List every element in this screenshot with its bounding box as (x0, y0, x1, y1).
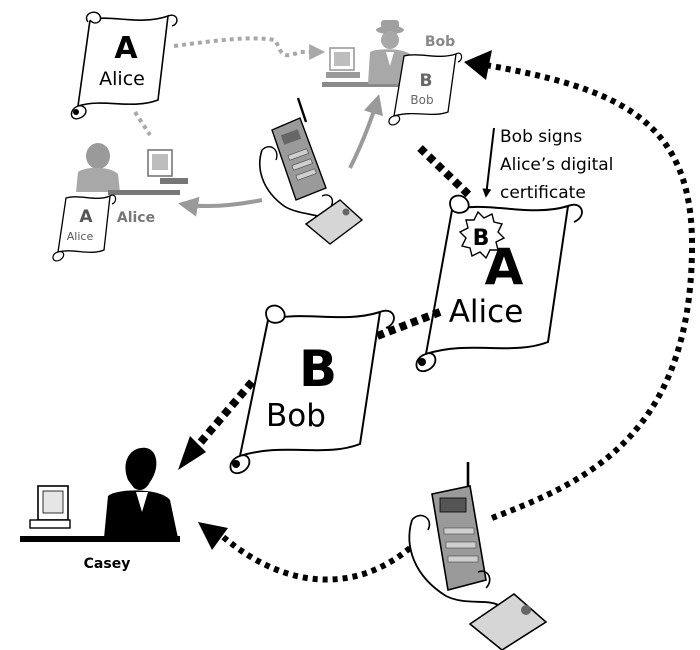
desk (20, 536, 180, 542)
bob-gray-scene: Bob B Bob (322, 20, 463, 126)
computer-icon (29, 485, 71, 529)
casey-label: Casey (84, 556, 131, 572)
seal-letter: B (473, 226, 490, 251)
arrowhead-to-bob (464, 50, 492, 80)
seal-icon: B (458, 210, 506, 260)
bob-small-scroll-letter: B (420, 71, 433, 91)
arrowhead-casey-return (198, 522, 228, 550)
gray-arrow-to-alice (178, 196, 263, 217)
top-left-alice-scroll: A Alice (70, 11, 178, 120)
top-left-scroll-name: Alice (99, 68, 145, 90)
alice-figure-label: Alice (117, 210, 155, 226)
person-icon (104, 447, 178, 538)
bottom-phone-hand (408, 462, 548, 650)
phone-icon (431, 462, 487, 591)
annotation-pointer-arrow (482, 127, 495, 198)
dotted-arrow-bob-to-certificate (417, 145, 473, 199)
desk (322, 82, 412, 87)
dotted-arrow-phone-to-bob (479, 61, 696, 521)
alice-small-scroll-letter: A (79, 207, 93, 227)
arrowhead-to-casey (178, 436, 206, 470)
computer-icon (147, 149, 188, 184)
gray-dotted-arrow-to-bob (173, 36, 326, 60)
annotation-line-3: certificate (500, 183, 586, 203)
bob-certificate: B Bob (229, 304, 395, 475)
gray-dotted-line-to-alice (133, 110, 152, 137)
annotation-line-1: Bob signs (500, 127, 582, 147)
signed-certificate-letter: A (485, 238, 524, 296)
card-icon (304, 199, 364, 245)
annotation: Bob signs Alice’s digital certificate (482, 127, 613, 203)
top-left-scroll-letter: A (114, 31, 138, 66)
gray-arrow-to-bob (348, 94, 383, 169)
signed-alice-certificate: B A Alice (415, 194, 583, 373)
bob-small-scroll-name: Bob (410, 93, 433, 107)
phone-icon (271, 97, 327, 201)
bob-certificate-letter: B (299, 340, 337, 398)
dotted-arrow-to-casey (190, 379, 256, 453)
bob-small-scroll: B Bob (388, 52, 463, 126)
person-icon (76, 143, 120, 192)
dotted-link-certificates (370, 308, 442, 342)
annotation-line-2: Alice’s digital (500, 155, 613, 175)
card-icon (468, 592, 548, 650)
computer-icon (326, 47, 360, 78)
signed-certificate-name: Alice (449, 294, 524, 330)
alice-small-scroll-name: Alice (67, 230, 94, 243)
desk (108, 190, 180, 195)
top-phone-hand (259, 97, 364, 245)
alice-small-scroll: A Alice (52, 194, 117, 262)
bob-figure-label: Bob (425, 34, 455, 50)
hand-icon (408, 514, 501, 607)
dotted-arrow-phone-to-casey (220, 533, 412, 583)
alice-gray-scene: A Alice Alice (52, 143, 188, 262)
casey-scene: Casey (20, 447, 180, 572)
bob-certificate-name: Bob (266, 398, 326, 434)
